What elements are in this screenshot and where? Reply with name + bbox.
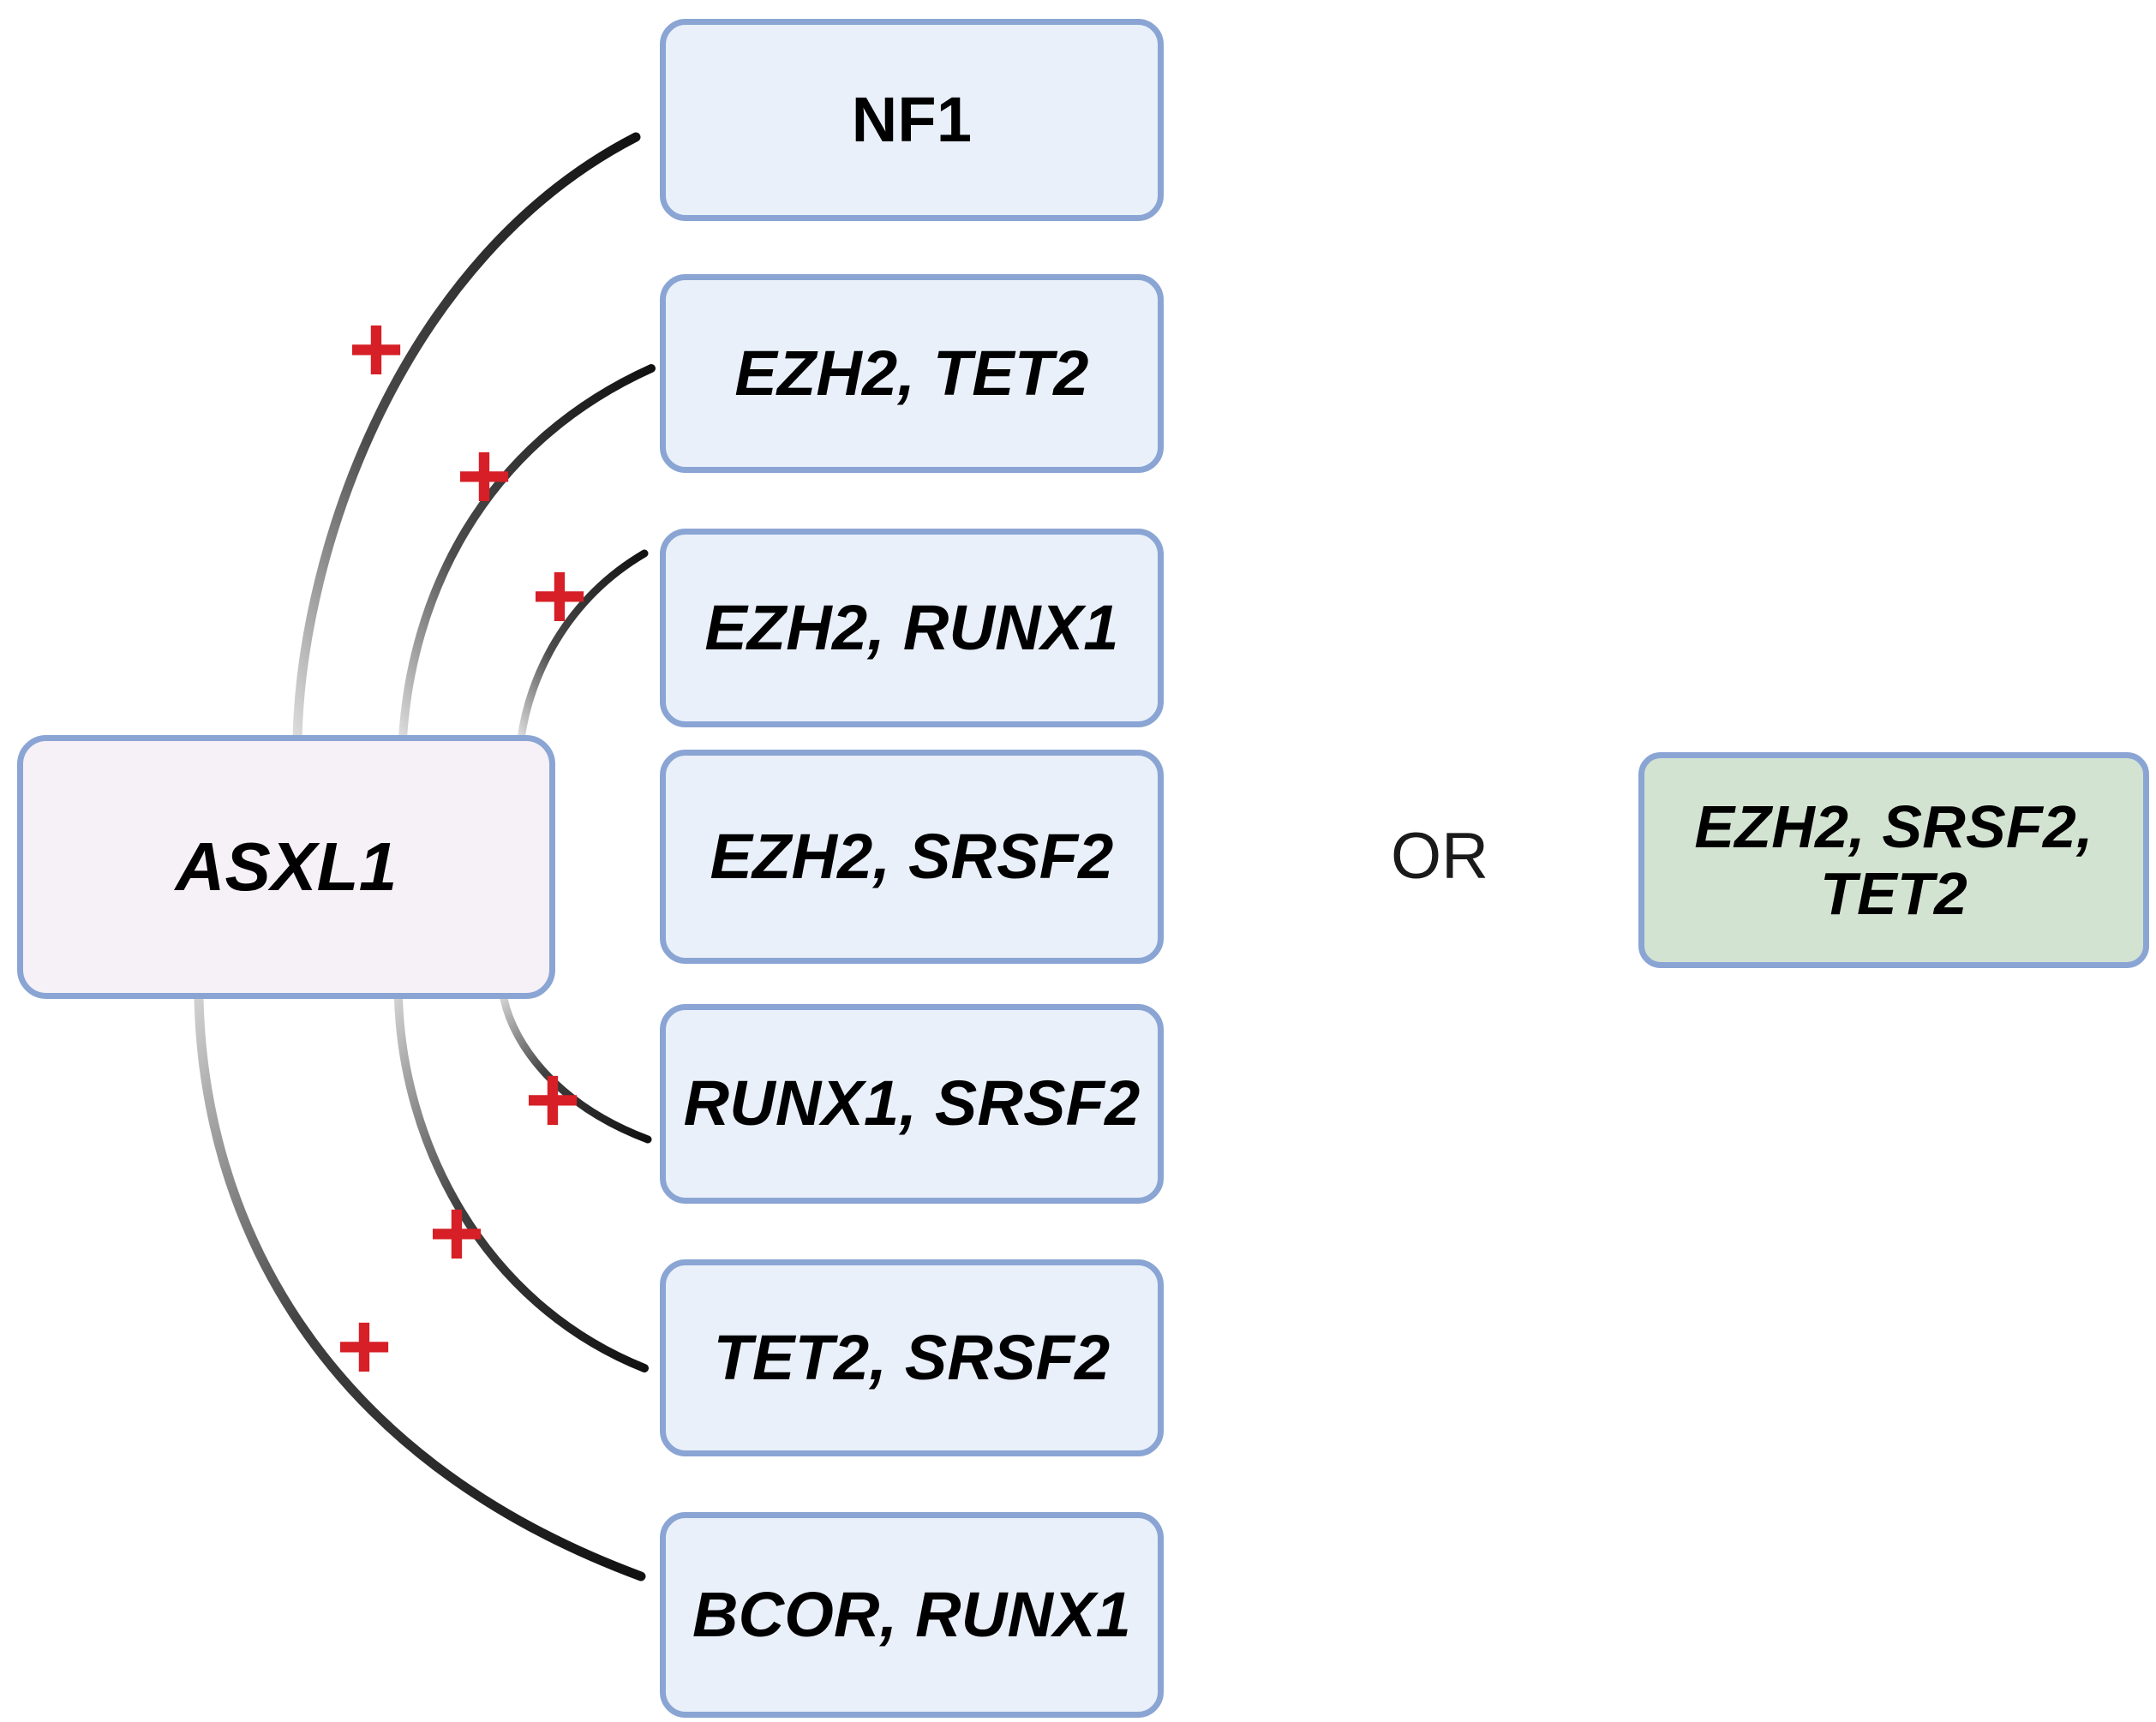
node-gene-tet2-srsf2[interactable]: TET2, SRSF2 — [660, 1259, 1164, 1456]
node-gene-bcor-runx1[interactable]: BCOR, RUNX1 — [660, 1512, 1164, 1718]
plus-ezh2-tet2-icon: + — [456, 422, 512, 529]
plus-nf1-icon: + — [348, 296, 404, 403]
node-gene-ezh2-tet2[interactable]: EZH2, TET2 — [660, 274, 1164, 473]
node-gene-label: NF1 — [851, 83, 973, 155]
node-gene-label: TET2, SRSF2 — [713, 1321, 1111, 1393]
node-gene-nf1[interactable]: NF1 — [660, 19, 1164, 221]
node-gene-label: EZH2, TET2 — [734, 337, 1089, 409]
plus-bcor-runx1-icon: + — [336, 1293, 392, 1400]
node-gene-runx1-srsf2[interactable]: RUNX1, SRSF2 — [660, 1004, 1164, 1204]
node-gene-label: RUNX1, SRSF2 — [683, 1067, 1141, 1139]
node-gene-ezh2-runx1[interactable]: EZH2, RUNX1 — [660, 529, 1164, 727]
plus-ezh2-runx1-icon: + — [531, 542, 588, 649]
node-gene-label: EZH2, SRSF2 — [710, 820, 1114, 892]
node-gene-label: EZH2, RUNX1 — [704, 591, 1119, 663]
node-alt-combination-label: EZH2, SRSF2, TET2 — [1694, 792, 2093, 927]
node-alt-combination[interactable]: EZH2, SRSF2, TET2 — [1638, 752, 2149, 968]
node-asxl1[interactable]: ASXL1 — [17, 735, 555, 999]
or-label: OR — [1391, 820, 1488, 893]
node-gene-ezh2-srsf2[interactable]: EZH2, SRSF2 — [660, 750, 1164, 964]
plus-tet2-srsf2-icon: + — [428, 1180, 485, 1287]
node-gene-label: BCOR, RUNX1 — [692, 1578, 1132, 1650]
node-asxl1-label: ASXL1 — [175, 828, 398, 906]
plus-runx1-srsf2-icon: + — [524, 1046, 581, 1153]
